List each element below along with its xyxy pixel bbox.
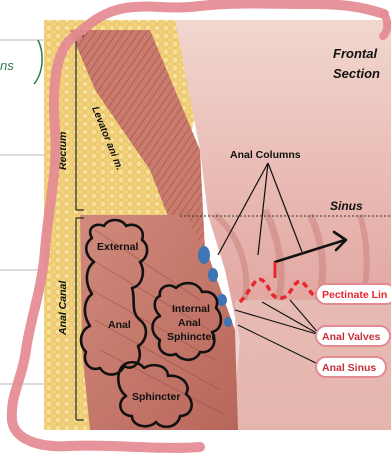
anal-sinus-label: Anal Sinus [316, 357, 386, 377]
handwritten-sinus-note: Sinus [330, 199, 363, 213]
pectinate-label: Pectinate Lin [316, 284, 391, 304]
svg-text:Anal: Anal [178, 317, 201, 329]
pink-highlighter-tail [383, 14, 387, 36]
anal-valves-label: Anal Valves [316, 326, 390, 346]
title-line-2: Section [333, 66, 380, 81]
svg-text:Pectinate Lin: Pectinate Lin [322, 289, 387, 301]
anal-canal-label: Anal Canal [57, 280, 69, 336]
svg-text:Anal: Anal [108, 319, 131, 331]
svg-text:Anal Sinus: Anal Sinus [322, 362, 376, 374]
svg-text:Sphincter: Sphincter [132, 391, 180, 403]
svg-text:Internal: Internal [172, 303, 210, 315]
svg-text:Anal Valves: Anal Valves [322, 331, 381, 343]
svg-text:External: External [97, 241, 139, 253]
green-margin-note: ns [0, 58, 14, 73]
title-line-1: Frontal [333, 46, 377, 61]
svg-text:Sphincter: Sphincter [167, 331, 215, 343]
anal-columns-label: Anal Columns [230, 149, 301, 161]
